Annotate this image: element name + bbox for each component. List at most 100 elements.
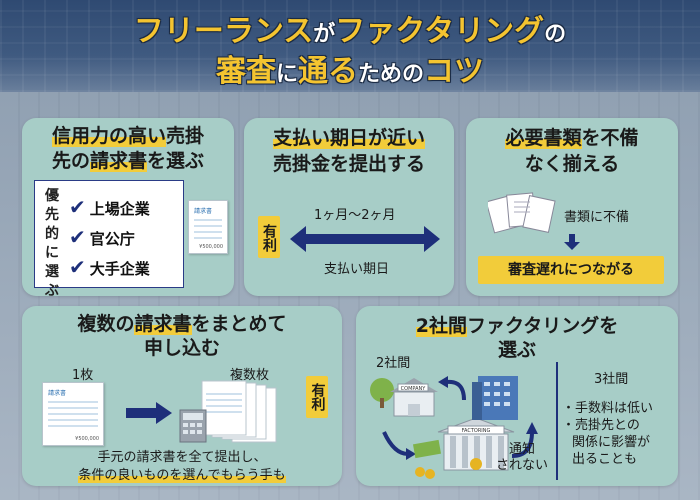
panel-title: 複数の請求書をまとめて	[22, 312, 342, 337]
double-arrow-icon	[290, 226, 440, 252]
list-item: ✔大手企業	[69, 255, 150, 279]
vertical-char: 優	[45, 188, 59, 204]
three-party-label: 3社間	[594, 372, 629, 387]
title-highlight: 2社間	[415, 315, 467, 337]
documents-icon	[488, 192, 556, 234]
invoice-amount: ¥500,000	[75, 436, 99, 442]
title-highlight: 必要書類	[505, 127, 582, 149]
check-icon: ✔	[69, 195, 86, 219]
check-icon: ✔	[69, 255, 86, 279]
title-text: 申し込む	[143, 337, 220, 359]
panel-title-2: なく揃える	[466, 152, 678, 177]
title-part: コツ	[424, 54, 485, 89]
title-part: ファクタリング	[335, 14, 545, 49]
arrow-right-icon	[126, 402, 172, 424]
title-part: 審査	[215, 54, 276, 89]
company-label: COMPANY	[401, 386, 427, 392]
merit-badge: 有利	[306, 376, 328, 418]
bullet-item: ・売掛先との	[562, 418, 640, 433]
no-notice-line: されない	[496, 458, 549, 473]
list-item-label: 大手企業	[89, 260, 150, 278]
title-highlight: 信用力の高い	[51, 125, 166, 147]
invoice-icon: 請求書 ¥500,000	[188, 200, 228, 254]
many-sheets-label: 複数枚	[230, 368, 270, 383]
title-text: なく揃える	[524, 153, 620, 175]
vertical-char: ぶ	[45, 283, 59, 299]
note-line-2: 条件の良いものを選んでもらう手も	[22, 464, 342, 483]
merit-badge: 有利	[258, 216, 280, 258]
vertical-char: 的	[45, 226, 59, 242]
vertical-char: 選	[45, 264, 59, 280]
title-part: 通る	[298, 54, 358, 89]
title-text: ファクタリングを	[466, 315, 619, 337]
panel-title: 必要書類を不備	[466, 126, 678, 151]
title-text: をまとめて	[191, 313, 287, 335]
panel-two-party-factoring: 2社間ファクタリングを 選ぶ 2社間 COMPANY FACTORIN	[356, 306, 678, 486]
title-part: が	[313, 22, 336, 47]
title-part: フリーランス	[133, 14, 314, 49]
title-text: を選ぶ	[147, 150, 205, 172]
note-highlight: 条件の良いものを選んでもらう手も	[78, 468, 286, 483]
priority-list-box: 優 先 的 に 選 ぶ ✔上場企業 ✔官公庁 ✔大手企業	[34, 180, 184, 299]
bullet-item: ・手数料は低い	[562, 401, 654, 416]
merit-label: 有利	[309, 383, 326, 411]
title-text: を不備	[581, 127, 639, 149]
invoice-stack-icon	[179, 380, 277, 443]
panel-title: 2社間ファクタリングを	[356, 314, 678, 339]
invoice-title: 請求書	[194, 208, 213, 215]
title-part: に	[275, 62, 298, 87]
range-label: 1ヶ月〜2ヶ月	[314, 208, 396, 223]
invoice-amount: ¥500,000	[199, 244, 223, 250]
title-part: ための	[358, 62, 425, 87]
panel-title-2: 申し込む	[22, 336, 342, 361]
bullet-item: 出ることも	[572, 452, 638, 467]
panel-title-2: 先の請求書を選ぶ	[22, 149, 234, 174]
title-text: 複数の	[77, 313, 135, 335]
list-item-label: 上場企業	[89, 200, 150, 218]
list-item: ✔官公庁	[69, 225, 135, 249]
no-notice-label: 通知 されない	[496, 442, 548, 474]
title-highlight: 請求書	[89, 150, 147, 172]
two-party-label: 2社間	[376, 356, 411, 371]
vertical-char: 先	[45, 207, 59, 223]
title-part: の	[544, 22, 567, 47]
title-highlight: 請求書	[134, 313, 192, 335]
panel-documents: 必要書類を不備 なく揃える 書類に不備 審査遅れにつながる	[466, 118, 678, 296]
title-line-2: 審査に通るためのコツ	[0, 46, 700, 90]
three-party-bullets: ・手数料は低い ・売掛先との 関係に影響が 出ることも	[562, 400, 653, 468]
factoring-label: FACTORING	[462, 428, 491, 434]
check-icon: ✔	[69, 225, 86, 249]
list-item-label: 官公庁	[89, 230, 135, 248]
panel-title: 信用力の高い売掛	[22, 124, 234, 149]
title-text: 売掛	[166, 125, 205, 147]
panel-title-2: 選ぶ	[356, 338, 678, 363]
title-highlight: 支払い期日が近い	[272, 127, 425, 149]
one-sheet-label: 1枚	[72, 368, 94, 383]
merit-label: 有利	[261, 223, 277, 252]
panel-due-date: 支払い期日が近い 売掛金を提出する 1ヶ月〜2ヶ月 有利 支払い期日	[244, 118, 454, 296]
panel-title: 支払い期日が近い	[244, 126, 454, 151]
vertical-char: に	[45, 245, 59, 261]
title-text: 売掛金を提出する	[272, 153, 425, 175]
bullet-item: 関係に影響が	[572, 435, 651, 450]
list-item: ✔上場企業	[69, 195, 150, 219]
arrow-down-icon	[564, 234, 580, 250]
divider-line	[556, 362, 558, 480]
note-line-1: 手元の請求書を全て提出し、	[97, 450, 267, 465]
panel-credit-invoice: 信用力の高い売掛 先の請求書を選ぶ 優 先 的 に 選 ぶ ✔上場企業 ✔官公庁…	[22, 118, 234, 299]
invoice-title: 請求書	[48, 390, 67, 397]
vertical-label: 優 先 的 に 選 ぶ	[43, 187, 61, 301]
panel-title-2: 売掛金を提出する	[244, 152, 454, 177]
due-date-label: 支払い期日	[324, 262, 390, 277]
invoice-icon: 請求書 ¥500,000	[42, 382, 104, 446]
factoring-flow-illustration: COMPANY FACTORING	[370, 376, 538, 479]
title-text: 選ぶ	[497, 339, 536, 361]
title-text: 先の	[51, 150, 90, 172]
result-banner: 審査遅れにつながる	[478, 256, 664, 284]
document-issue-label: 書類に不備	[564, 210, 630, 225]
title-line-1: フリーランスがファクタリングの	[0, 6, 700, 50]
panel-multiple-invoices: 複数の請求書をまとめて 申し込む 1枚 複数枚 請求書 ¥500,000	[22, 306, 342, 486]
header-banner	[0, 0, 700, 92]
no-notice-line: 通知	[509, 442, 536, 457]
